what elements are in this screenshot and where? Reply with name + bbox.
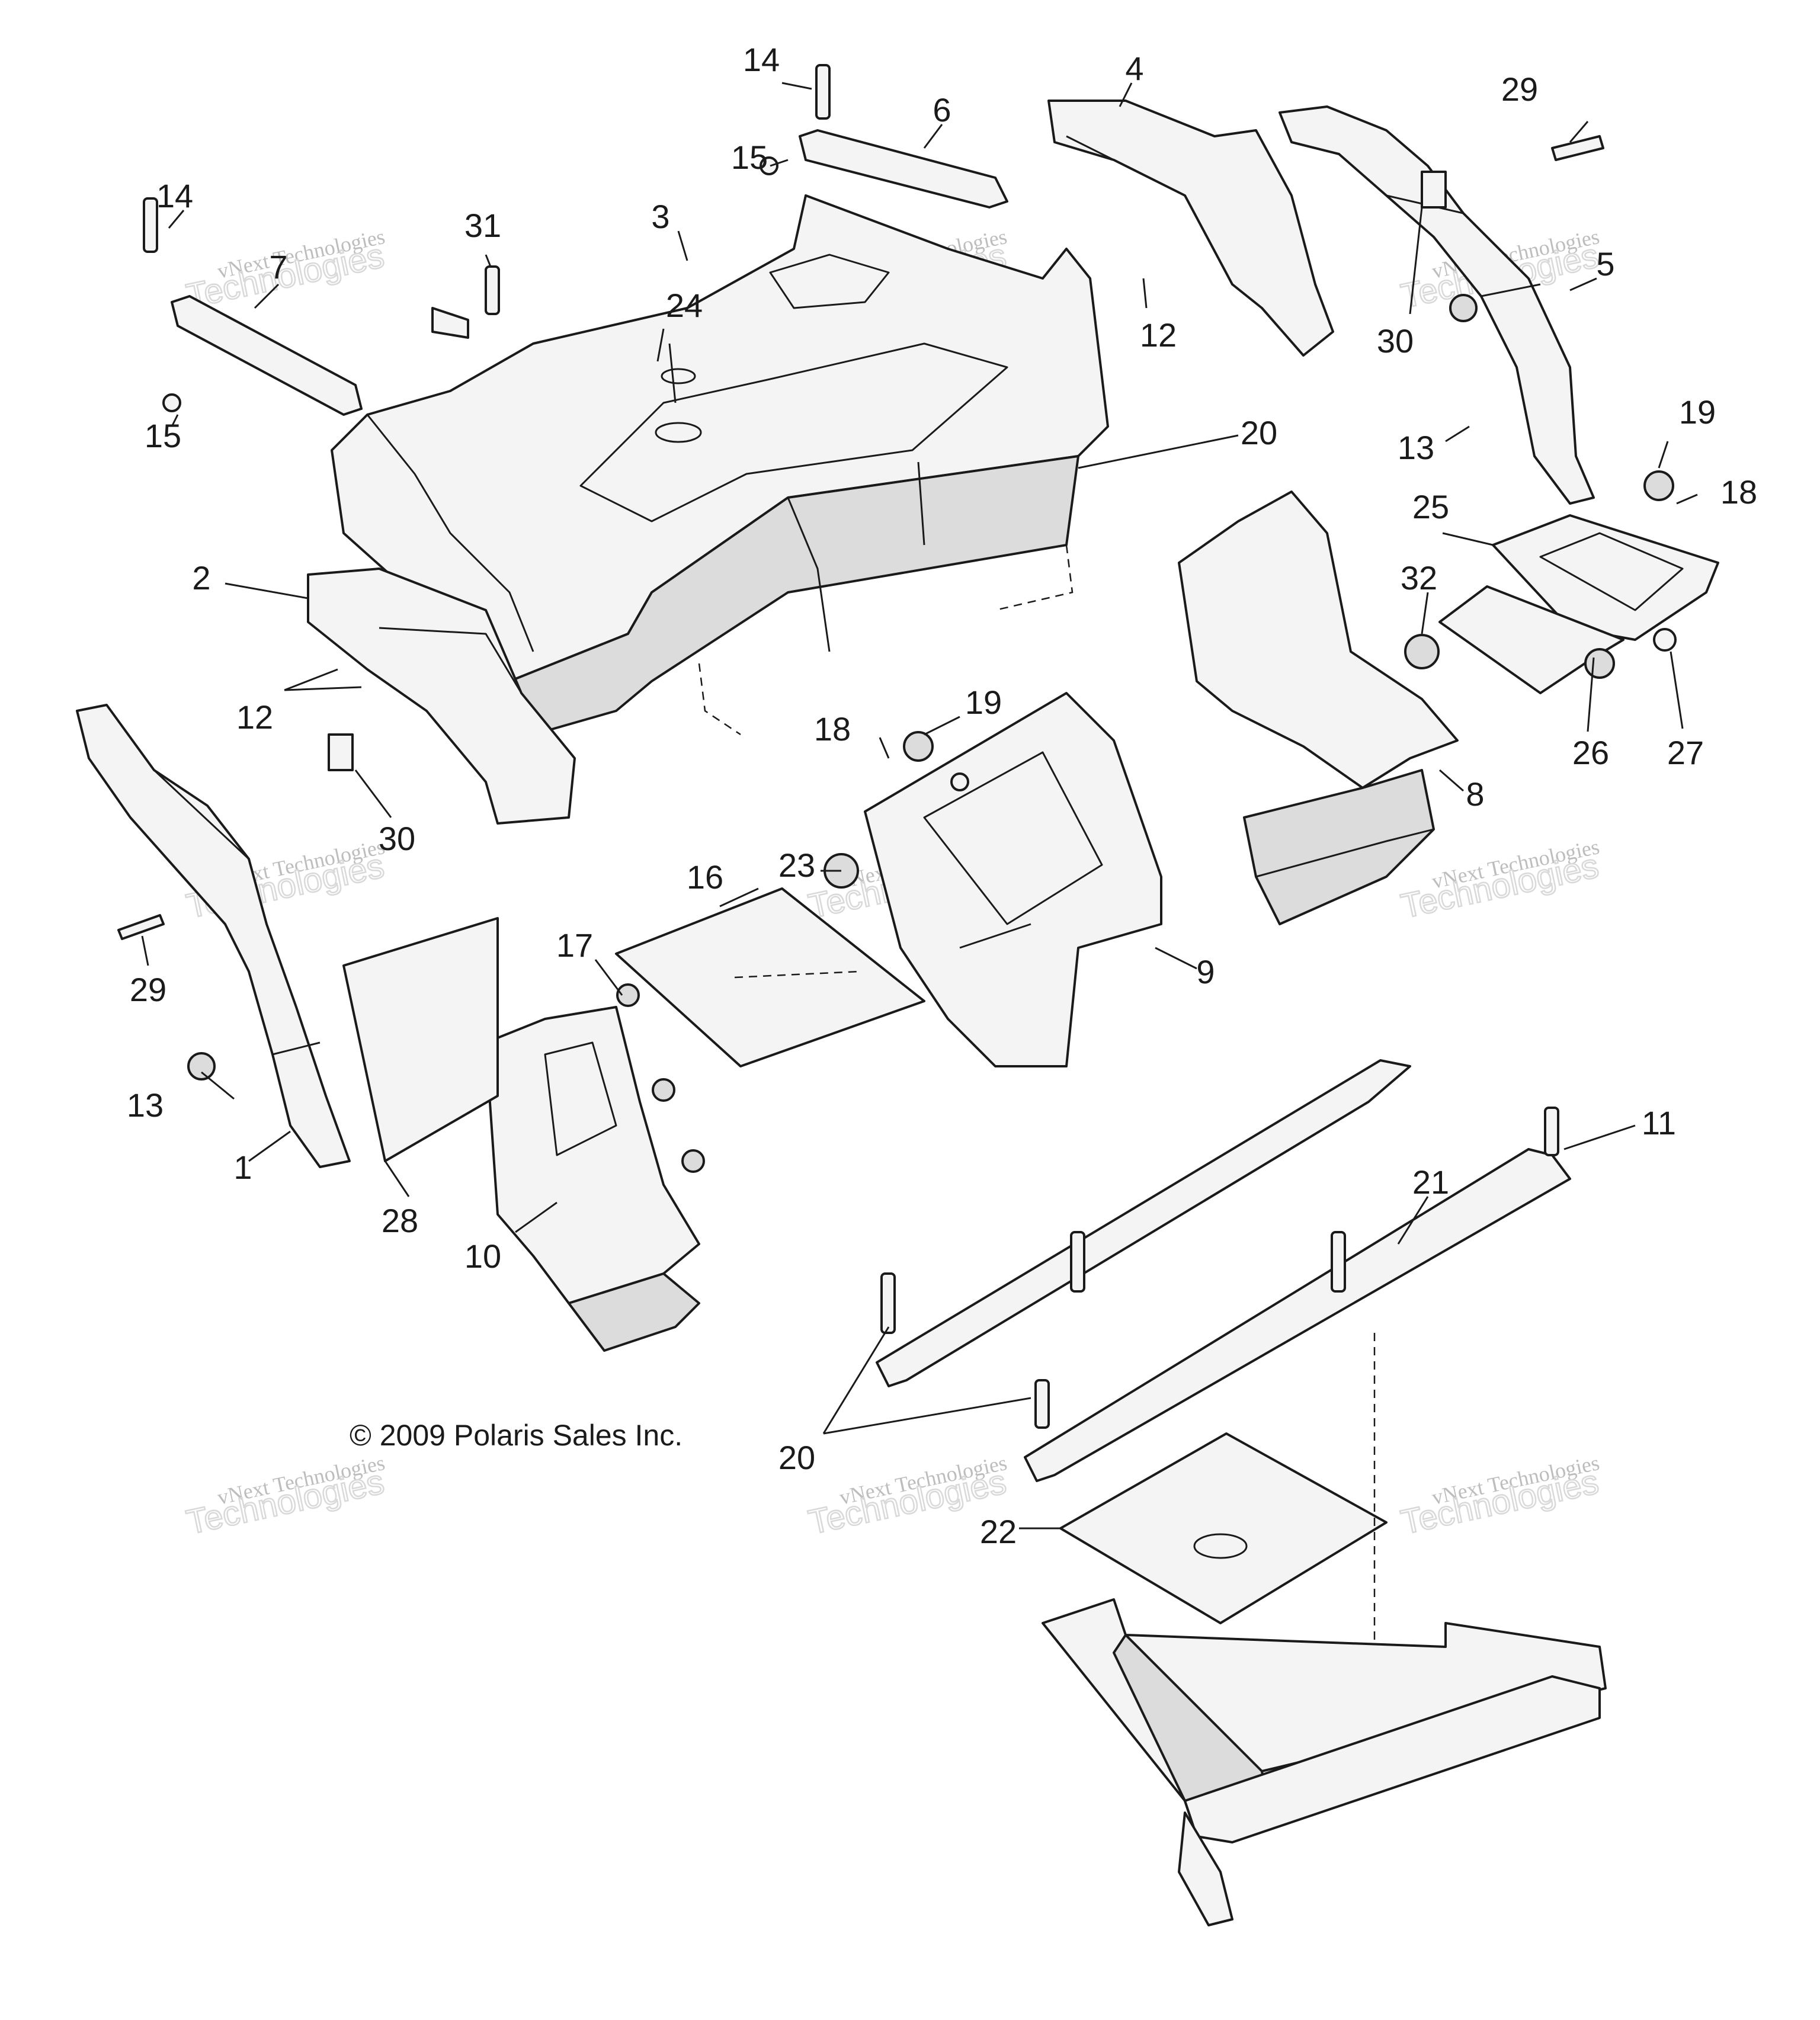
- dash-line: [698, 663, 741, 736]
- callout-27: 27: [1667, 734, 1704, 771]
- callout-12: 12: [1140, 316, 1177, 354]
- callout-22: 22: [980, 1513, 1017, 1550]
- callout-21: 21: [1412, 1163, 1449, 1201]
- callout-5: 5: [1596, 245, 1614, 283]
- fasteners: [117, 64, 1677, 1429]
- callout-10: 10: [464, 1237, 501, 1275]
- callout-19: 19: [1679, 393, 1716, 431]
- callout-14: 14: [156, 177, 193, 214]
- callout-20: 20: [778, 1439, 815, 1476]
- callout-30: 30: [379, 820, 415, 857]
- callout-29: 29: [1501, 70, 1538, 108]
- callout-1: 1: [233, 1149, 252, 1186]
- callout-3: 3: [651, 198, 669, 235]
- dash-line: [995, 544, 1074, 611]
- callout-26: 26: [1572, 734, 1609, 771]
- callout-6: 6: [933, 91, 951, 129]
- callout-14: 14: [743, 41, 780, 78]
- callout-20: 20: [1241, 414, 1277, 451]
- callout-19: 19: [965, 684, 1002, 721]
- callout-16: 16: [687, 858, 723, 896]
- callouts: 1 2 3 4 5 6 7 8 9 10 11 12 12 13 13 14 1…: [127, 41, 1757, 1550]
- callout-32: 32: [1401, 559, 1437, 597]
- callout-18: 18: [1720, 473, 1757, 511]
- callout-24: 24: [666, 287, 703, 324]
- part-mat: [615, 887, 925, 1067]
- dash-line: [734, 970, 860, 979]
- part-decal: [342, 917, 499, 1162]
- part-bracket-7: [171, 295, 363, 416]
- part-right-storage-bin: [1178, 490, 1459, 925]
- callout-25: 25: [1412, 488, 1449, 525]
- callout-28: 28: [382, 1202, 418, 1239]
- callout-13: 13: [1398, 429, 1434, 466]
- part-frame-rails: [876, 1059, 1571, 1482]
- callout-13: 13: [127, 1086, 164, 1124]
- callout-4: 4: [1125, 50, 1143, 87]
- callout-8: 8: [1466, 775, 1484, 813]
- callout-31: 31: [464, 207, 501, 244]
- part-left-storage-bin: [485, 1006, 700, 1352]
- part-bracket-6: [799, 129, 1008, 209]
- callout-2: 2: [192, 559, 210, 597]
- part-a-frame: [1042, 1598, 1607, 1926]
- callout-12: 12: [236, 698, 273, 736]
- callout-17: 17: [556, 926, 593, 964]
- part-left-fender: [307, 567, 576, 825]
- callout-9: 9: [1196, 953, 1215, 990]
- part-right-fender: [1047, 100, 1334, 357]
- callout-11: 11: [1642, 1104, 1676, 1142]
- callout-30: 30: [1377, 322, 1414, 360]
- callout-15: 15: [731, 139, 768, 176]
- part-plate: [1059, 1432, 1388, 1624]
- callout-7: 7: [269, 248, 287, 286]
- leader-lines: [141, 82, 1698, 1530]
- part-cargo-box: [331, 194, 1109, 736]
- part-center-panel: [864, 692, 1162, 1067]
- callout-18: 18: [814, 710, 851, 748]
- callout-29: 29: [130, 971, 166, 1008]
- callout-23: 23: [778, 847, 815, 884]
- part-left-rail: [76, 704, 351, 1168]
- callout-15: 15: [145, 417, 181, 454]
- copyright-notice: © 2009 Polaris Sales Inc.: [350, 1419, 682, 1452]
